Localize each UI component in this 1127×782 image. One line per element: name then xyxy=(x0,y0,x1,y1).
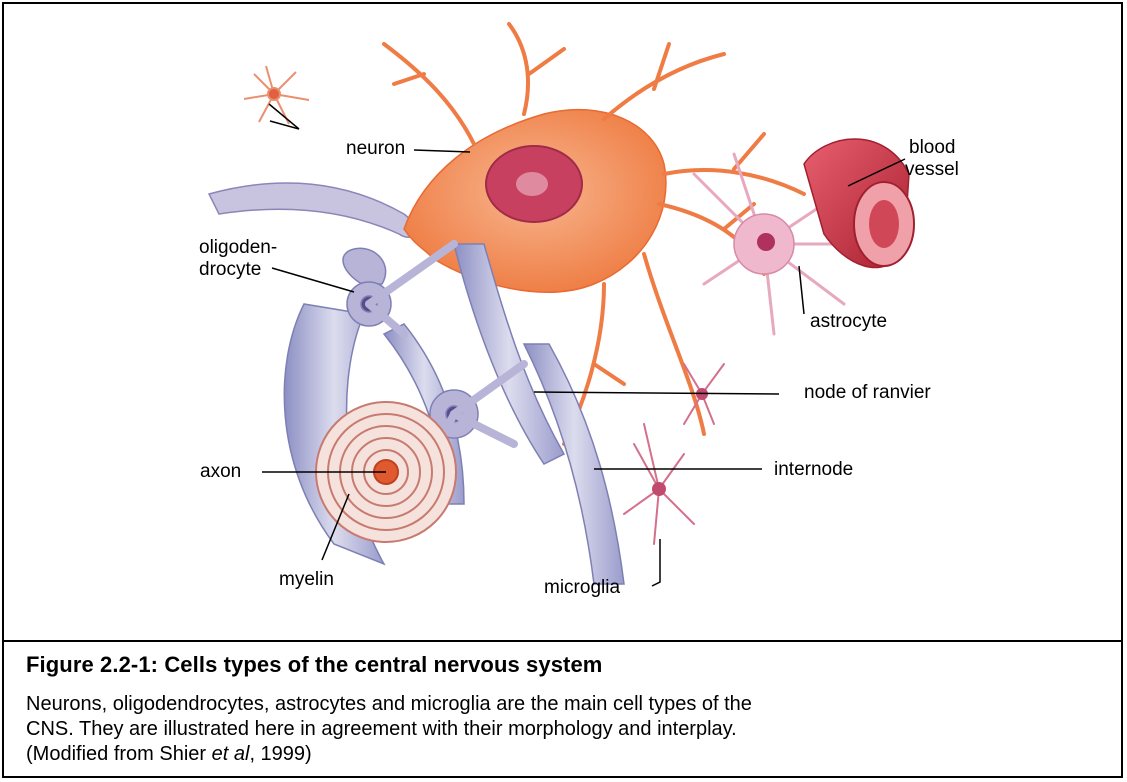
figure-illustration: neuron blood vessel oligoden- drocyte as… xyxy=(4,4,1121,640)
label-astrocyte: astrocyte xyxy=(810,311,887,333)
caption-line-2: CNS. They are illustrated here in agreem… xyxy=(26,717,1106,742)
figure-caption-title: Figure 2.2-1: Cells types of the central… xyxy=(26,652,602,678)
blood-vessel-illustration xyxy=(804,139,914,268)
microglia-cell xyxy=(624,364,724,544)
caption-line-1: Neurons, oligodendrocytes, astrocytes an… xyxy=(26,692,1106,717)
label-myelin: myelin xyxy=(279,569,334,591)
label-microglia: microglia xyxy=(544,577,620,599)
cns-illustration xyxy=(4,4,1121,640)
caption-citation-prefix: (Modified from Shier xyxy=(26,743,212,765)
label-blood-vessel-line2: vessel xyxy=(905,159,959,181)
label-neuron: neuron xyxy=(346,138,405,160)
label-oligodendrocyte-line1: oligoden- xyxy=(199,237,277,259)
label-internode: internode xyxy=(774,459,853,481)
figure-caption-body: Neurons, oligodendrocytes, astrocytes an… xyxy=(26,692,1106,767)
label-oligodendrocyte-line2: drocyte xyxy=(199,259,261,281)
label-blood-vessel-line1: blood xyxy=(909,137,956,159)
label-axon: axon xyxy=(200,461,241,483)
caption-line-3: (Modified from Shier et al, 1999) xyxy=(26,742,1106,767)
caption-divider xyxy=(4,640,1121,642)
caption-citation-etal: et al xyxy=(212,743,250,765)
caption-citation-suffix: , 1999) xyxy=(249,743,311,765)
small-neuron xyxy=(244,66,309,124)
label-node-of-ranvier: node of ranvier xyxy=(804,382,931,404)
axon-bundle xyxy=(209,183,415,237)
